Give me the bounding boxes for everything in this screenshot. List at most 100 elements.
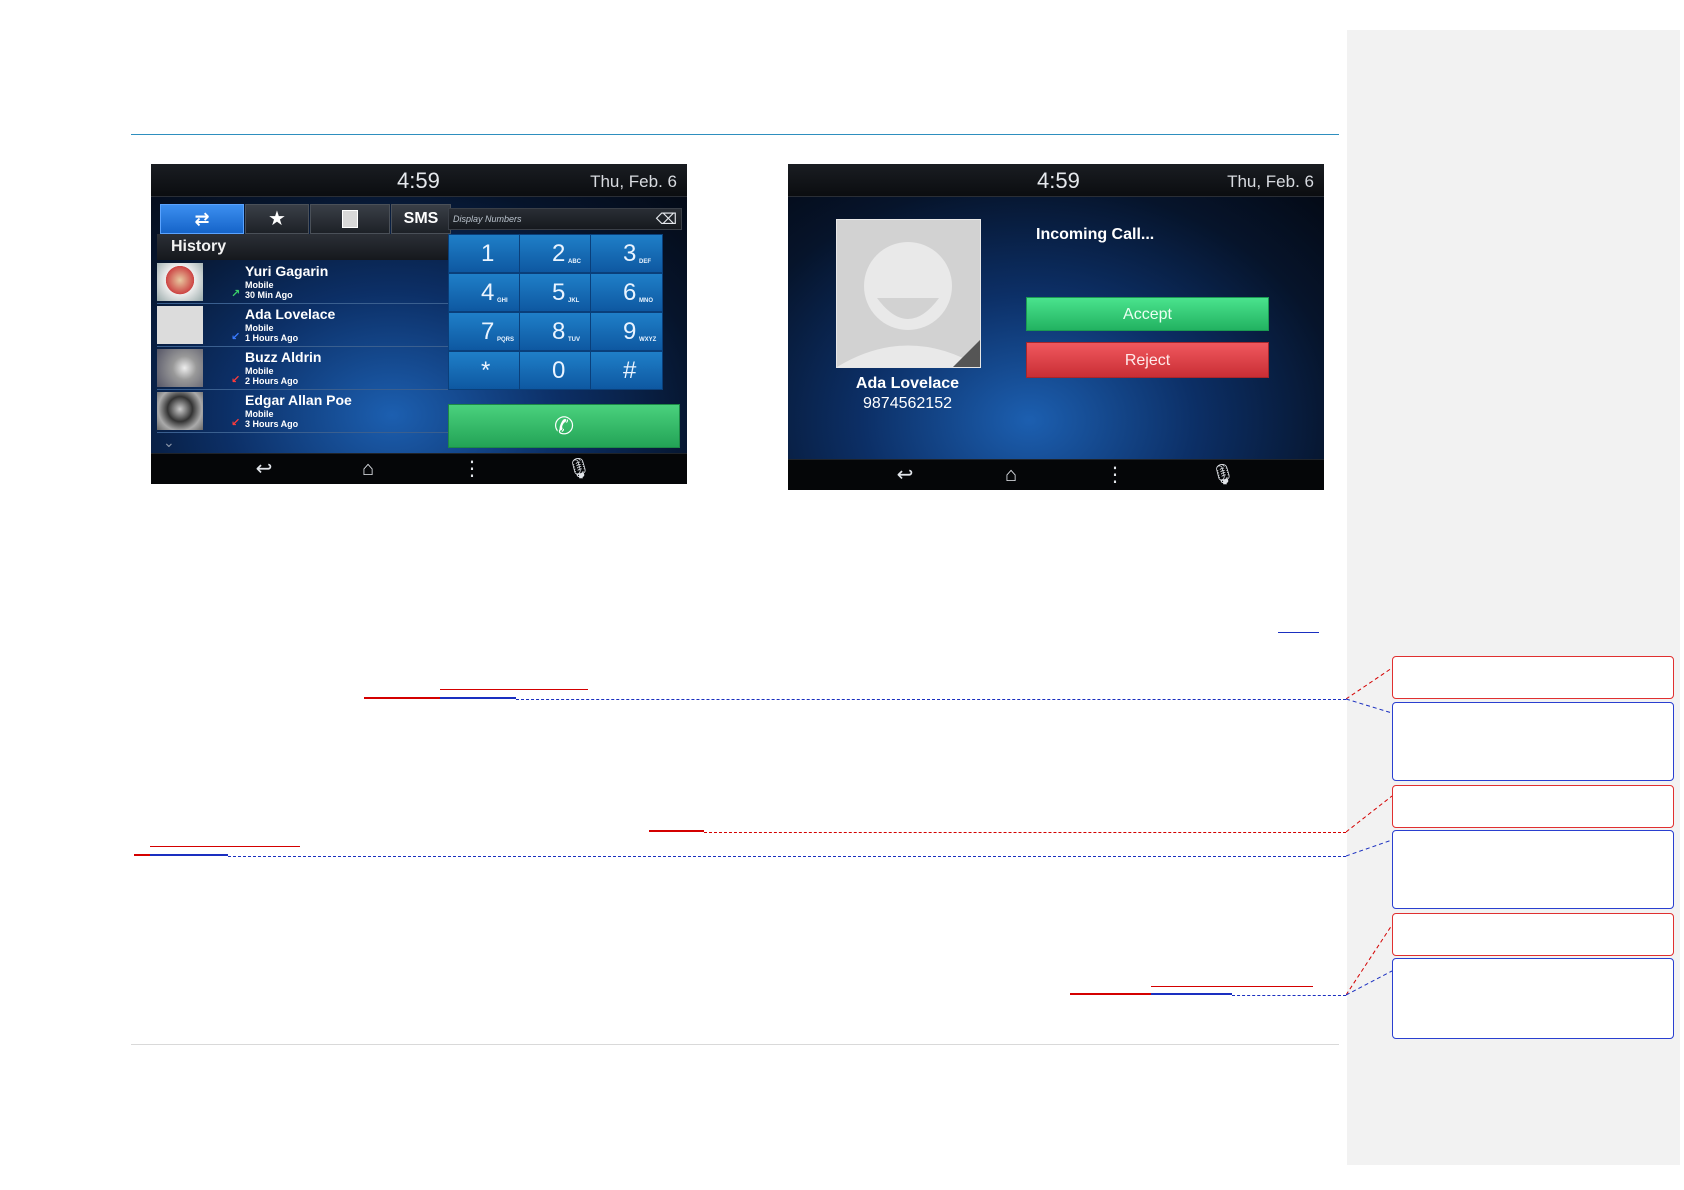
key-digit: 4 bbox=[481, 279, 495, 306]
key-letters: ABC bbox=[568, 259, 581, 265]
comment-balloon-deleted[interactable] bbox=[1392, 656, 1674, 699]
key-digit: * bbox=[481, 357, 491, 384]
comment-balloon-inserted[interactable] bbox=[1392, 830, 1674, 909]
insertion-mark bbox=[1151, 993, 1232, 995]
keypad-key[interactable]: # bbox=[590, 351, 663, 390]
missed-call-icon: ↙ bbox=[231, 374, 241, 386]
insertion-underline bbox=[1278, 632, 1319, 633]
tab-contacts[interactable] bbox=[310, 204, 390, 234]
insertion-mark bbox=[150, 854, 228, 856]
history-item-yuri-gagarin[interactable]: ↗ Yuri Gagarin Mobile 30 Min Ago bbox=[157, 261, 594, 304]
accept-button[interactable]: Accept bbox=[1026, 297, 1269, 331]
contact-phone-type: Mobile bbox=[245, 409, 274, 419]
key-digit: 7 bbox=[481, 318, 495, 345]
deletion-mark bbox=[134, 854, 151, 856]
tab-call-history[interactable]: ⇄ bbox=[160, 204, 244, 234]
avatar bbox=[157, 349, 203, 387]
insertion-underline bbox=[1151, 986, 1313, 987]
backspace-icon[interactable]: ⌫ bbox=[655, 211, 677, 228]
key-digit: 9 bbox=[623, 318, 637, 345]
key-letters: WXYZ bbox=[639, 337, 657, 343]
key-digit: 8 bbox=[552, 318, 566, 345]
keypad-key[interactable]: 1 bbox=[448, 234, 521, 273]
nav-bar: ↩ ⌂ ⋮ 🎙 bbox=[788, 459, 1324, 490]
history-item-edgar-allan-poe[interactable]: ↙ Edgar Allan Poe Mobile 3 Hours Ago bbox=[157, 390, 594, 433]
reject-button[interactable]: Reject bbox=[1026, 342, 1269, 378]
status-bar: 4:59 Thu, Feb. 6 bbox=[151, 164, 687, 197]
avatar-silhouette bbox=[837, 220, 980, 367]
deletion-mark bbox=[649, 830, 704, 832]
back-icon[interactable]: ↩ bbox=[255, 458, 273, 480]
status-bar: 4:59 Thu, Feb. 6 bbox=[788, 164, 1324, 197]
insertion-underline bbox=[150, 846, 300, 847]
comment-balloon-inserted[interactable] bbox=[1392, 702, 1674, 781]
number-display[interactable]: Display Numbers ⌫ bbox=[448, 208, 682, 230]
microphone-icon[interactable]: 🎙 bbox=[1210, 464, 1236, 486]
comment-balloon-deleted[interactable] bbox=[1392, 913, 1674, 956]
avatar bbox=[157, 306, 203, 344]
comment-connector bbox=[228, 856, 1346, 857]
status-date: Thu, Feb. 6 bbox=[1227, 172, 1314, 191]
missed-call-icon: ↙ bbox=[231, 417, 241, 429]
status-time: 4:59 bbox=[397, 168, 440, 193]
call-swap-icon: ⇄ bbox=[194, 209, 210, 229]
contact-phone-type: Mobile bbox=[245, 280, 274, 290]
nav-bar: ↩ ⌂ ⋮ 🎙 bbox=[151, 453, 687, 484]
tab-favorites[interactable]: ★ bbox=[245, 204, 309, 234]
keypad-key[interactable]: * bbox=[448, 351, 521, 390]
caller-name: Ada Lovelace bbox=[855, 375, 960, 392]
key-digit: 0 bbox=[552, 357, 566, 384]
incoming-call-screenshot: 4:59 Thu, Feb. 6 Incoming Call... Accept… bbox=[788, 164, 1324, 490]
call-button[interactable]: ✆ bbox=[448, 404, 680, 448]
comment-connector bbox=[1232, 995, 1346, 996]
menu-icon[interactable]: ⋮ bbox=[462, 458, 482, 480]
call-time: 30 Min Ago bbox=[245, 290, 293, 300]
key-digit: 2 bbox=[552, 240, 566, 267]
status-time: 4:59 bbox=[1037, 168, 1080, 193]
keypad-key[interactable]: 0 bbox=[519, 351, 592, 390]
call-time: 2 Hours Ago bbox=[245, 376, 299, 386]
contact-name: Buzz Aldrin bbox=[245, 349, 322, 365]
phone-handset-icon: ✆ bbox=[553, 413, 575, 440]
contact-name: Ada Lovelace bbox=[245, 306, 336, 322]
balloon-connectors bbox=[1346, 667, 1393, 996]
key-digit: # bbox=[623, 357, 637, 384]
key-digit: 1 bbox=[481, 240, 495, 267]
home-icon[interactable]: ⌂ bbox=[1004, 464, 1018, 486]
status-date: Thu, Feb. 6 bbox=[590, 172, 677, 191]
microphone-icon[interactable]: 🎙 bbox=[566, 458, 592, 480]
key-digit: 3 bbox=[623, 240, 637, 267]
header-rule bbox=[131, 134, 1339, 135]
avatar bbox=[157, 392, 203, 430]
tab-sms[interactable]: SMS bbox=[391, 204, 451, 234]
menu-icon[interactable]: ⋮ bbox=[1105, 464, 1125, 486]
display-placeholder: Display Numbers bbox=[453, 214, 522, 224]
key-letters: PQRS bbox=[497, 337, 515, 343]
incoming-call-icon: ↙ bbox=[231, 331, 241, 343]
outgoing-call-icon: ↗ bbox=[231, 288, 241, 300]
key-digit: 6 bbox=[623, 279, 637, 306]
avatar bbox=[157, 263, 203, 301]
call-time: 3 Hours Ago bbox=[245, 419, 299, 429]
history-item-buzz-aldrin[interactable]: ↙ Buzz Aldrin Mobile 2 Hours Ago bbox=[157, 347, 594, 390]
history-item-ada-lovelace[interactable]: ↙ Ada Lovelace Mobile 1 Hours Ago bbox=[157, 304, 594, 347]
home-icon[interactable]: ⌂ bbox=[361, 458, 375, 480]
star-icon: ★ bbox=[268, 208, 286, 230]
comment-balloon-deleted[interactable] bbox=[1392, 785, 1674, 828]
comment-balloon-inserted[interactable] bbox=[1392, 958, 1674, 1039]
contact-card-icon bbox=[342, 209, 358, 228]
contact-name: Edgar Allan Poe bbox=[245, 392, 352, 408]
chevron-down-icon[interactable]: ⌄ bbox=[163, 434, 175, 450]
back-icon[interactable]: ↩ bbox=[896, 464, 914, 486]
deletion-mark bbox=[1070, 993, 1151, 995]
key-letters: JKL bbox=[568, 298, 580, 304]
insertion-mark bbox=[440, 697, 516, 699]
